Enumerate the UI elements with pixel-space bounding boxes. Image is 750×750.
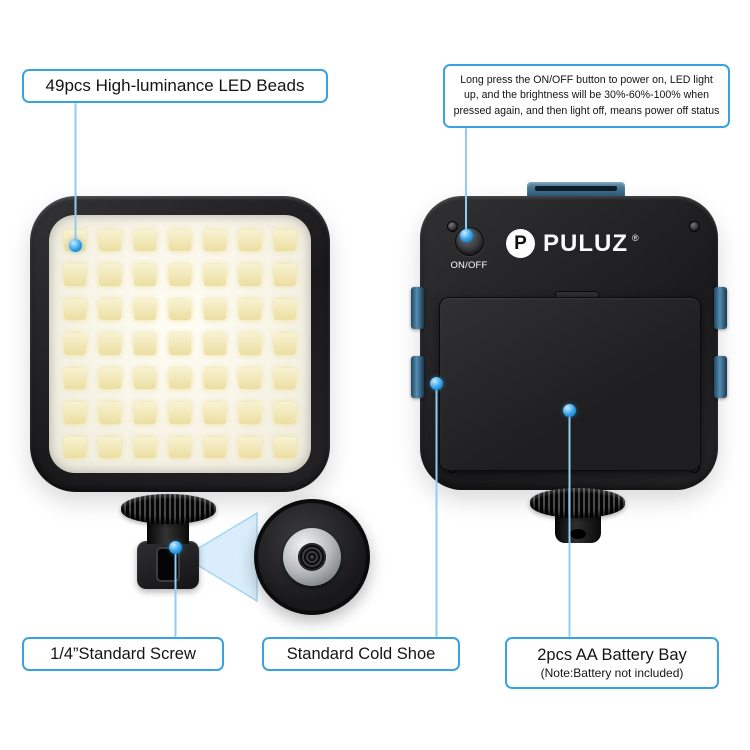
quarter-inch-screw-socket xyxy=(283,528,341,586)
top-cold-shoe-channel xyxy=(535,186,617,191)
led-bead xyxy=(239,402,261,424)
callout-cold-shoe: Standard Cold Shoe xyxy=(262,637,460,671)
corner-screw xyxy=(689,221,700,232)
led-bead xyxy=(204,264,226,286)
side-cold-shoe-left-lower xyxy=(411,356,424,398)
led-bead xyxy=(239,230,261,252)
led-bead xyxy=(64,367,86,390)
led-bead xyxy=(204,333,226,355)
led-bead xyxy=(239,298,261,321)
led-bead xyxy=(99,436,121,458)
puluz-logo-mark: P xyxy=(506,229,535,258)
led-bead xyxy=(169,333,191,355)
led-light-back-view: ON/OFF P PULUZ ® xyxy=(411,196,727,490)
side-cold-shoe-right-lower xyxy=(714,356,727,398)
side-cold-shoe-left-upper xyxy=(411,287,424,329)
callout-led-beads: 49pcs High-luminance LED Beads xyxy=(22,69,328,103)
led-bead xyxy=(169,298,191,321)
led-bead xyxy=(274,402,296,424)
led-bead xyxy=(134,230,156,252)
led-bead xyxy=(99,264,121,286)
screw-magnifier-circle xyxy=(254,499,370,615)
side-cold-shoe-right-upper xyxy=(714,287,727,329)
led-bead xyxy=(99,367,121,390)
on-off-button xyxy=(455,227,484,256)
pointer-dot-led-beads xyxy=(69,239,82,252)
led-bead xyxy=(169,367,191,390)
led-bead xyxy=(134,367,156,390)
led-bead xyxy=(99,333,121,355)
led-bead xyxy=(274,230,296,252)
led-bead xyxy=(274,367,296,390)
back-mount-knurled-ring xyxy=(530,488,625,518)
pointer-dot-screw xyxy=(169,541,182,554)
led-bead xyxy=(64,298,86,321)
registered-trademark-mark: ® xyxy=(632,232,639,243)
led-bead xyxy=(239,367,261,390)
led-bead xyxy=(134,436,156,458)
led-grid xyxy=(64,230,296,458)
led-bead xyxy=(134,298,156,321)
led-bead xyxy=(204,436,226,458)
led-bead xyxy=(64,436,86,458)
battery-bay-title: 2pcs AA Battery Bay xyxy=(537,646,687,664)
battery-bay-note: (Note:Battery not included) xyxy=(540,666,684,680)
led-bead xyxy=(99,402,121,424)
led-bead xyxy=(99,298,121,321)
led-bead xyxy=(274,333,296,355)
back-mount-screw-hole xyxy=(570,529,586,539)
led-diffuser-panel xyxy=(49,215,311,473)
callout-power-instructions: Long press the ON/OFF button to power on… xyxy=(443,64,730,128)
led-bead xyxy=(64,264,86,286)
led-bead xyxy=(99,230,121,252)
led-bead xyxy=(204,367,226,390)
led-bead xyxy=(239,333,261,355)
pointer-dot-battery xyxy=(563,404,576,417)
led-bead xyxy=(169,402,191,424)
cold-shoe-foot xyxy=(137,541,199,589)
led-bead xyxy=(274,436,296,458)
callout-battery-bay: 2pcs AA Battery Bay (Note:Battery not in… xyxy=(505,637,719,689)
pointer-dot-cold-shoe xyxy=(430,377,443,390)
led-bead xyxy=(169,264,191,286)
puluz-logo: P PULUZ ® xyxy=(506,229,639,258)
on-off-label: ON/OFF xyxy=(450,260,488,271)
screw-thread-hole xyxy=(298,543,326,571)
led-bead xyxy=(204,230,226,252)
led-bead xyxy=(134,333,156,355)
led-bead xyxy=(204,298,226,321)
led-bead xyxy=(204,402,226,424)
magnifier-beam xyxy=(198,511,258,603)
led-bead xyxy=(134,402,156,424)
led-bead xyxy=(239,264,261,286)
led-bead xyxy=(274,298,296,321)
led-bead xyxy=(134,264,156,286)
pointer-dot-power-button xyxy=(460,229,473,242)
callout-standard-screw: 1/4”Standard Screw xyxy=(22,637,224,671)
led-bead xyxy=(239,436,261,458)
battery-door xyxy=(439,297,701,471)
led-bead xyxy=(64,333,86,355)
front-mount-stem xyxy=(147,520,189,544)
led-bead xyxy=(274,264,296,286)
corner-screw xyxy=(447,221,458,232)
puluz-logo-text: PULUZ xyxy=(543,229,628,257)
led-bead xyxy=(169,436,191,458)
front-mount-knurled-ring xyxy=(121,494,216,524)
led-bead xyxy=(169,230,191,252)
led-bead xyxy=(64,402,86,424)
